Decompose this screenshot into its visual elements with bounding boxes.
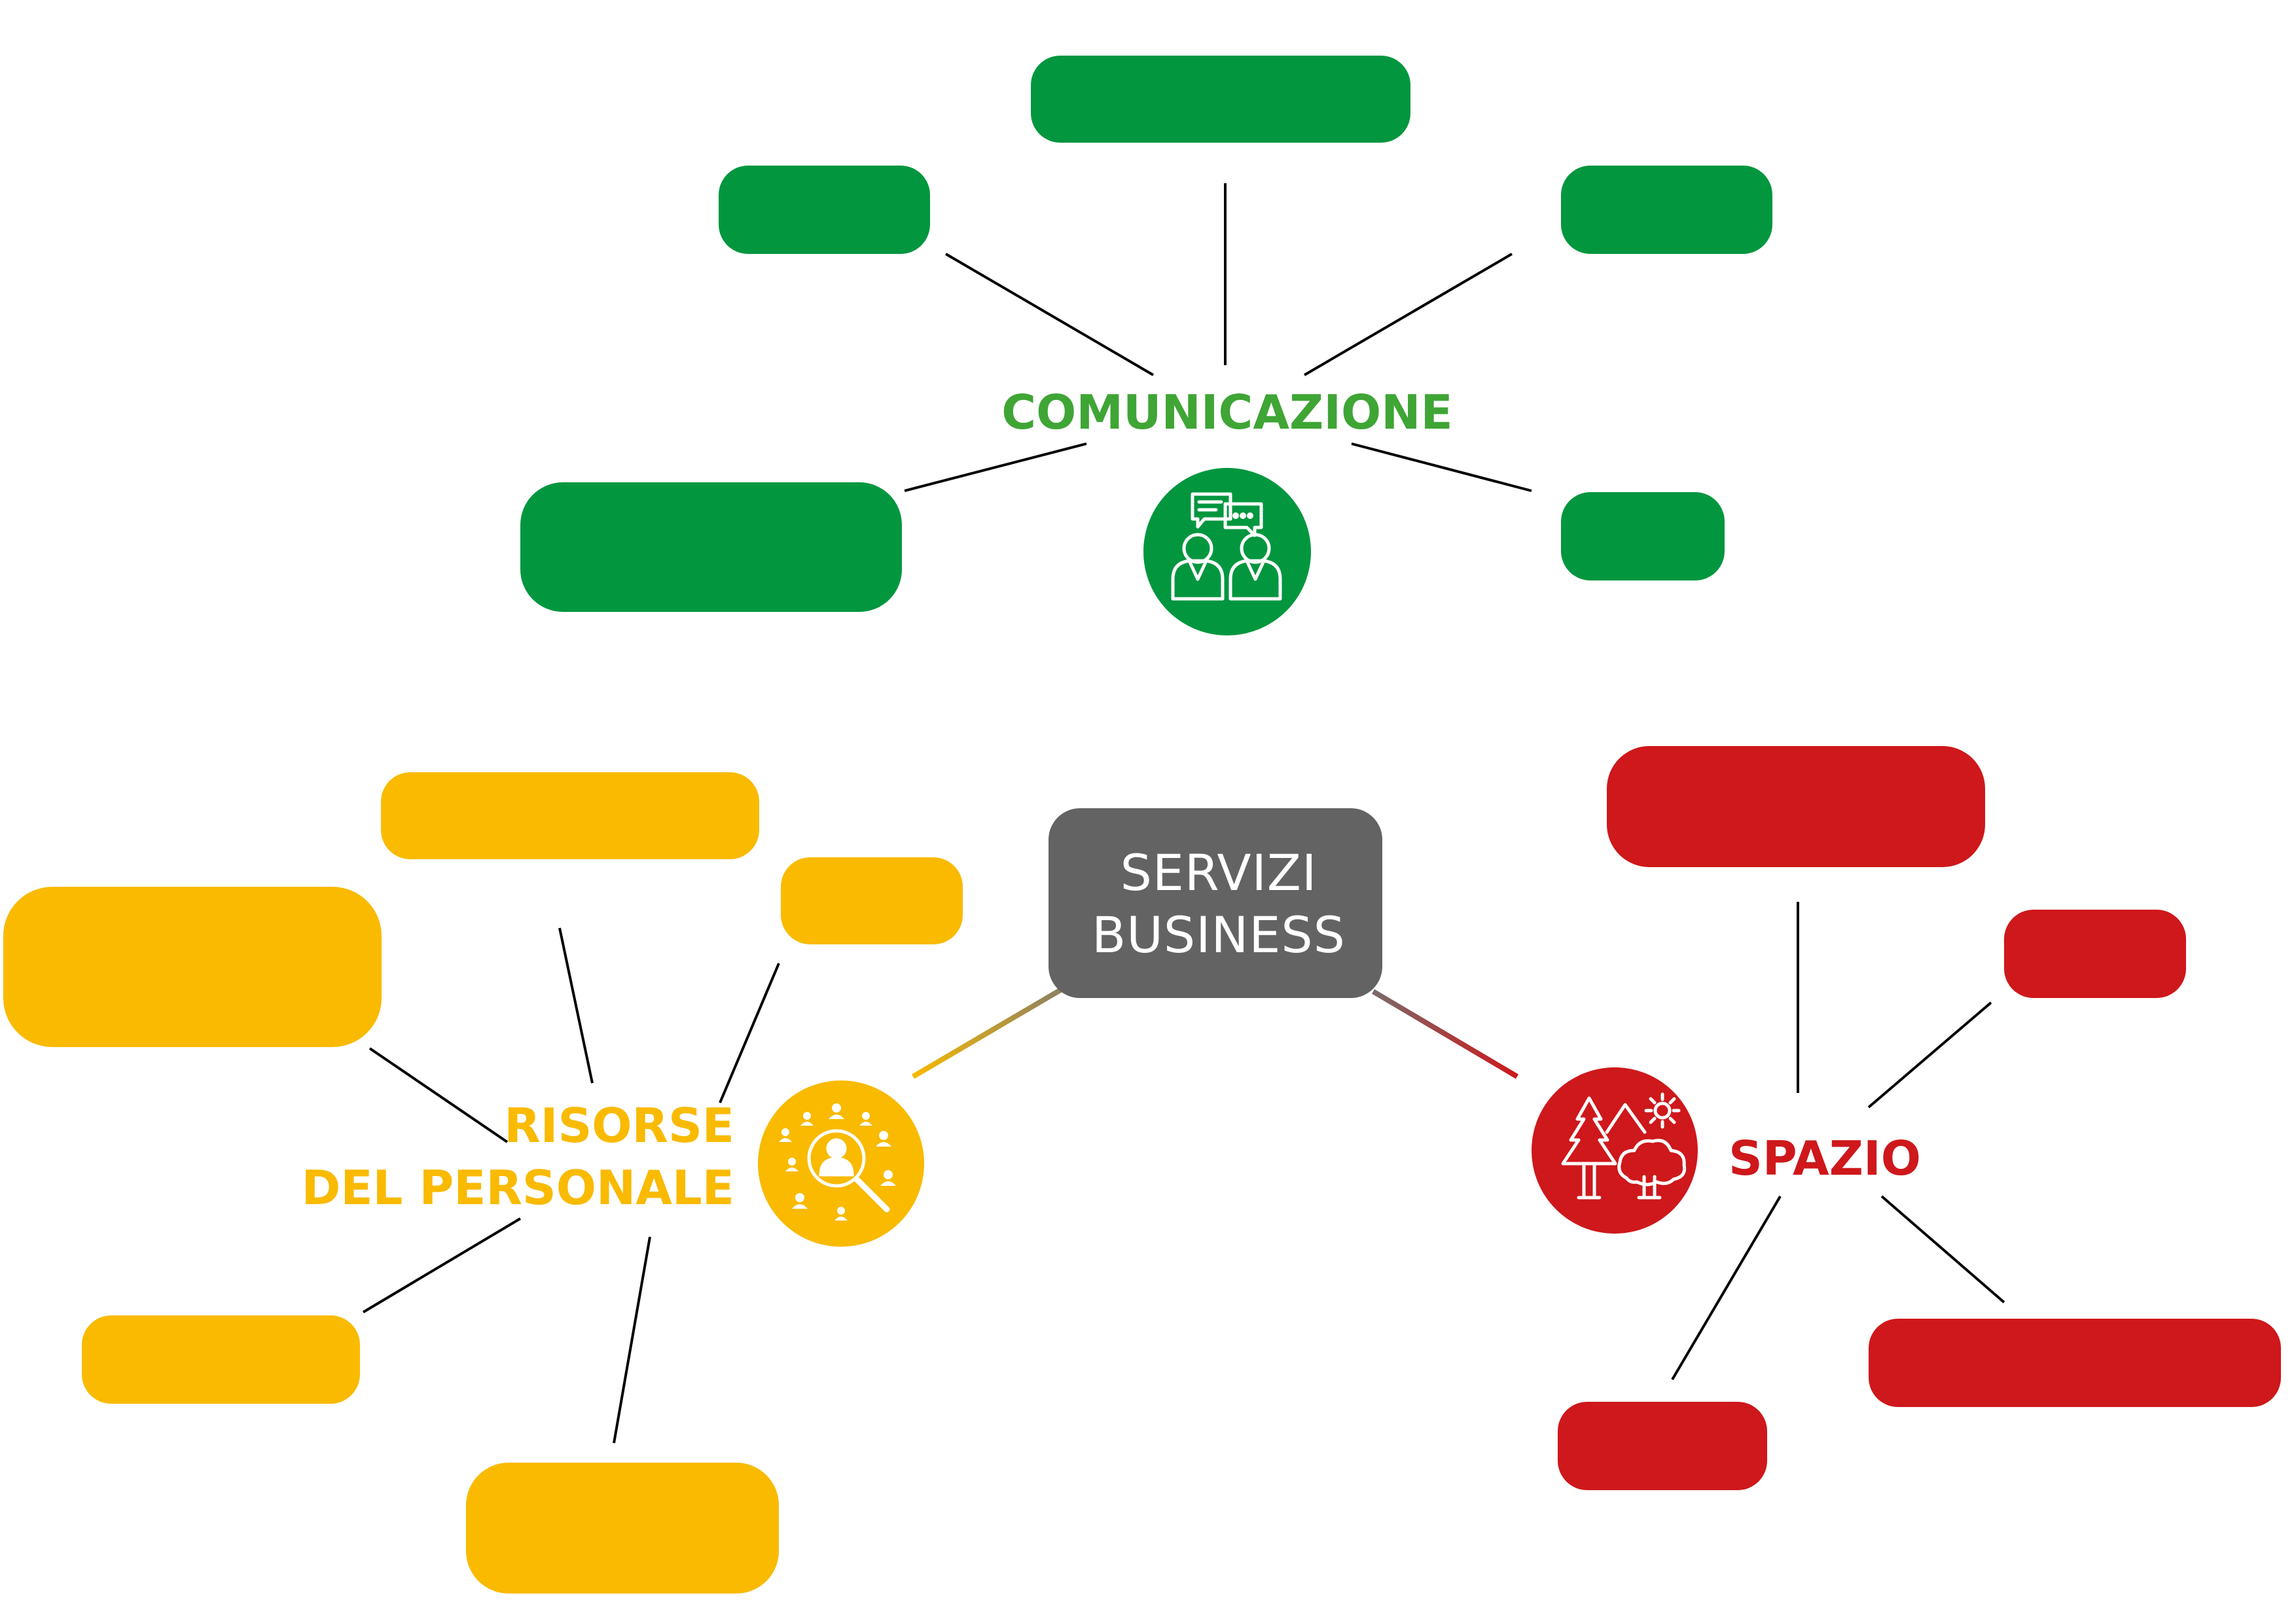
chat-people-icon (1143, 468, 1311, 635)
link-line (1867, 1001, 1992, 1109)
link-line (1351, 442, 1532, 492)
branch-risorse: RISORSE DEL PERSONALE (3, 772, 963, 1594)
branch-comunicazione: COMUNICAZIONE (520, 56, 1772, 635)
spazio-node (2004, 910, 2186, 998)
center-node: SERVIZI BUSINESS (1049, 808, 1382, 998)
comunicazione-node (1031, 56, 1410, 143)
trees-mountain-sun-icon (1532, 1067, 1698, 1234)
risorse-node (781, 857, 963, 944)
center-label-line1: SERVIZI (1121, 844, 1318, 902)
link-line (368, 1047, 509, 1143)
spazio-label: SPAZIO (1729, 1131, 1921, 1186)
comunicazione-node (719, 166, 930, 254)
spazio-node (1558, 1402, 1767, 1490)
link-line (944, 253, 1155, 376)
risorse-node (381, 772, 759, 859)
risorse-links (362, 927, 780, 1444)
risorse-label-line2: DEL PERSONALE (302, 1160, 734, 1215)
risorse-node (3, 887, 382, 1047)
comunicazione-icon-circle (1143, 468, 1311, 635)
comunicazione-node (1561, 166, 1772, 254)
branch-spazio: SPAZIO (1532, 746, 2281, 1490)
risorse-node (466, 1463, 779, 1594)
connector-right (1371, 989, 1519, 1079)
comunicazione-label: COMUNICAZIONE (1001, 385, 1452, 440)
comunicazione-node (1561, 492, 1725, 580)
link-line (1303, 253, 1513, 376)
people-search-icon (758, 1080, 924, 1247)
link-line (904, 442, 1087, 492)
spazio-links (1671, 902, 2005, 1381)
risorse-node (82, 1315, 360, 1404)
link-line (1880, 1195, 2005, 1304)
center-box (1049, 808, 1382, 998)
risorse-label-line1: RISORSE (504, 1098, 734, 1153)
link-line (558, 927, 594, 1084)
spazio-node (1869, 1319, 2281, 1407)
center-label-line2: BUSINESS (1092, 906, 1346, 964)
link-line (613, 1236, 651, 1444)
link-line (1671, 1195, 1782, 1381)
link-line (719, 963, 780, 1103)
comunicazione-links (904, 183, 1532, 492)
link-line (362, 1217, 522, 1313)
connector-left (911, 986, 1066, 1079)
comunicazione-node (520, 482, 902, 612)
spazio-node (1607, 746, 1985, 867)
